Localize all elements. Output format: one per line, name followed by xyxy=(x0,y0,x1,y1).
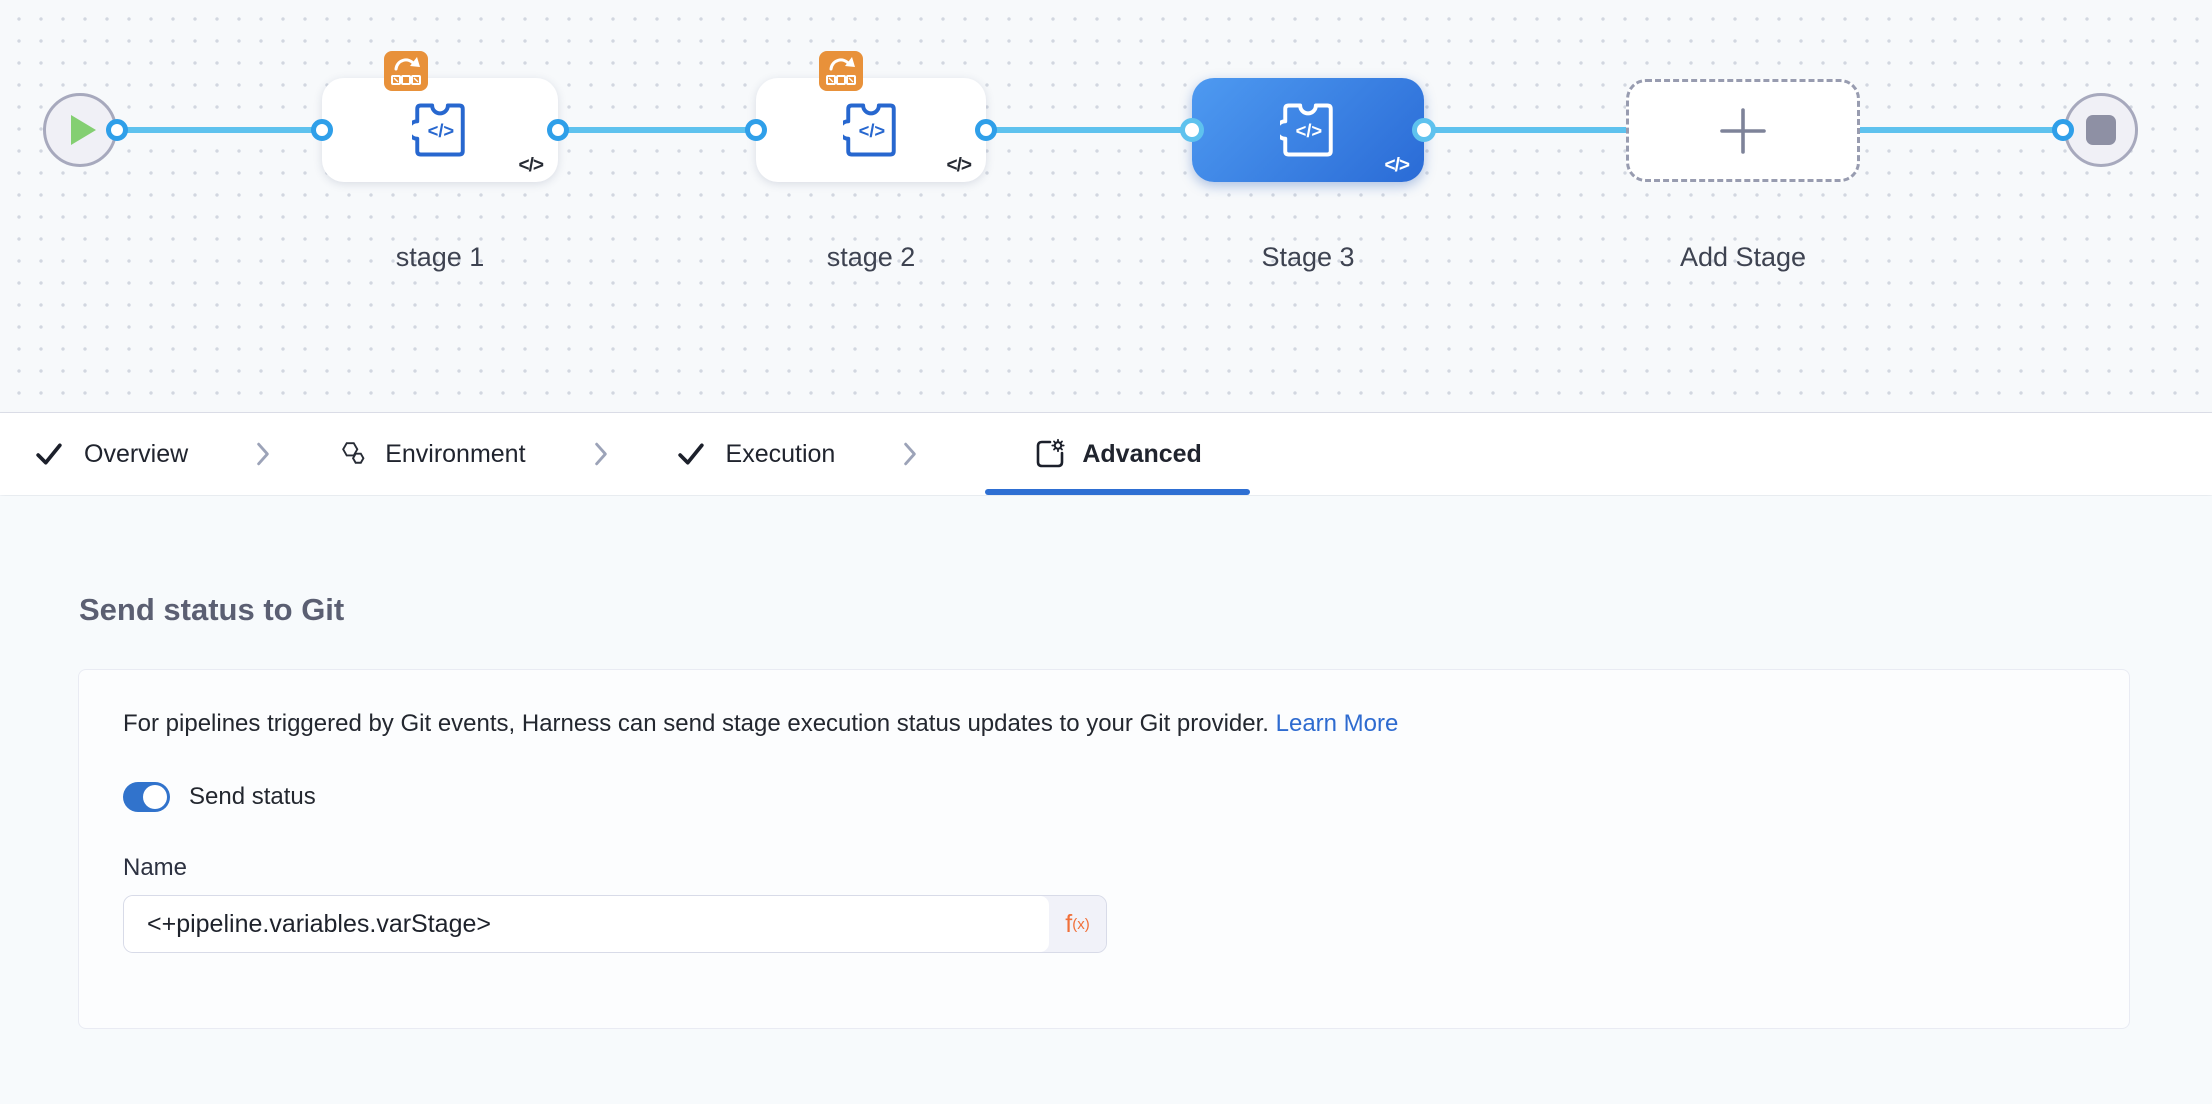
tab-label: Environment xyxy=(385,439,526,468)
svg-text:</>: </> xyxy=(428,120,455,141)
stage-node-stage1[interactable]: </> </> xyxy=(322,51,558,182)
stop-icon xyxy=(2086,115,2116,145)
chevron-right-icon xyxy=(590,413,612,495)
environment-icon xyxy=(342,442,365,464)
tab-label: Advanced xyxy=(1082,439,1202,468)
fx-sub: (x) xyxy=(1072,915,1090,933)
port-stage2-in xyxy=(745,119,767,141)
stage-label-stage2: stage 2 xyxy=(826,242,916,272)
pipeline-start-node xyxy=(43,93,117,167)
port-start-out xyxy=(106,119,128,141)
rollback-squares-icon xyxy=(384,51,428,91)
port-end-in xyxy=(2052,119,2074,141)
pipeline-end-node xyxy=(2064,93,2138,167)
toggle-label: Send status xyxy=(189,783,316,810)
add-stage-button[interactable] xyxy=(1626,79,1860,182)
stage-node-stage2[interactable]: </> </> xyxy=(756,51,986,182)
tab-advanced[interactable]: Advanced xyxy=(985,413,1251,495)
code-glyph: </> xyxy=(1384,155,1411,176)
check-icon xyxy=(36,443,62,465)
tab-label: Overview xyxy=(84,439,189,468)
tab-environment[interactable]: Environment xyxy=(338,413,526,495)
custom-stage-puzzle-icon: </> xyxy=(843,103,896,157)
send-status-toggle-row: Send status xyxy=(123,782,2085,812)
stage-config-tabbar: Overview Environment Execution xyxy=(0,413,2212,495)
code-glyph: </> xyxy=(946,155,973,176)
expression-fx-button[interactable]: f(x) xyxy=(1049,896,1106,952)
send-status-card: For pipelines triggered by Git events, H… xyxy=(78,669,2130,1029)
send-status-toggle[interactable] xyxy=(123,782,170,812)
port-stage3-out xyxy=(1412,118,1436,142)
stage-label-stage3: Stage 3 xyxy=(1261,242,1355,272)
port-stage3-in xyxy=(1180,118,1204,142)
port-stage1-out xyxy=(547,119,569,141)
pipeline-canvas[interactable]: </> </> </> </> xyxy=(0,0,2212,413)
name-field-label: Name xyxy=(123,854,188,881)
advanced-icon xyxy=(1037,438,1065,468)
port-stage2-out xyxy=(975,119,997,141)
toggle-knob xyxy=(143,785,167,809)
port-stage1-in xyxy=(311,119,333,141)
check-icon xyxy=(677,443,704,465)
custom-stage-puzzle-icon: </> xyxy=(412,103,465,157)
stage-label-add: Add Stage xyxy=(1679,242,1807,272)
learn-more-link[interactable]: Learn More xyxy=(1275,710,1399,737)
rollback-squares-icon xyxy=(819,51,863,91)
stage-node-stage3-selected[interactable]: </> </> xyxy=(1192,78,1424,182)
name-input-group: f(x) xyxy=(123,895,1107,953)
pipeline-edge xyxy=(80,127,2065,133)
play-icon xyxy=(71,115,96,145)
advanced-tab-content: Send status to Git For pipelines trigger… xyxy=(0,496,2212,1104)
tab-execution[interactable]: Execution xyxy=(676,413,836,495)
tab-overview[interactable]: Overview xyxy=(34,413,188,495)
tab-label: Execution xyxy=(725,439,836,468)
svg-text:</>: </> xyxy=(859,120,886,141)
code-glyph: </> xyxy=(518,155,545,176)
description-text: For pipelines triggered by Git events, H… xyxy=(123,710,1269,737)
send-status-description: For pipelines triggered by Git events, H… xyxy=(123,710,2085,738)
plus-icon xyxy=(1720,107,1766,154)
stage-label-stage1: stage 1 xyxy=(395,242,485,272)
name-input[interactable] xyxy=(124,896,1049,952)
section-title: Send status to Git xyxy=(79,592,345,627)
chevron-right-icon xyxy=(252,413,274,495)
fx-f: f xyxy=(1065,909,1073,938)
svg-text:</>: </> xyxy=(1296,120,1323,141)
chevron-right-icon xyxy=(899,413,921,495)
custom-stage-puzzle-icon: </> xyxy=(1280,103,1333,157)
